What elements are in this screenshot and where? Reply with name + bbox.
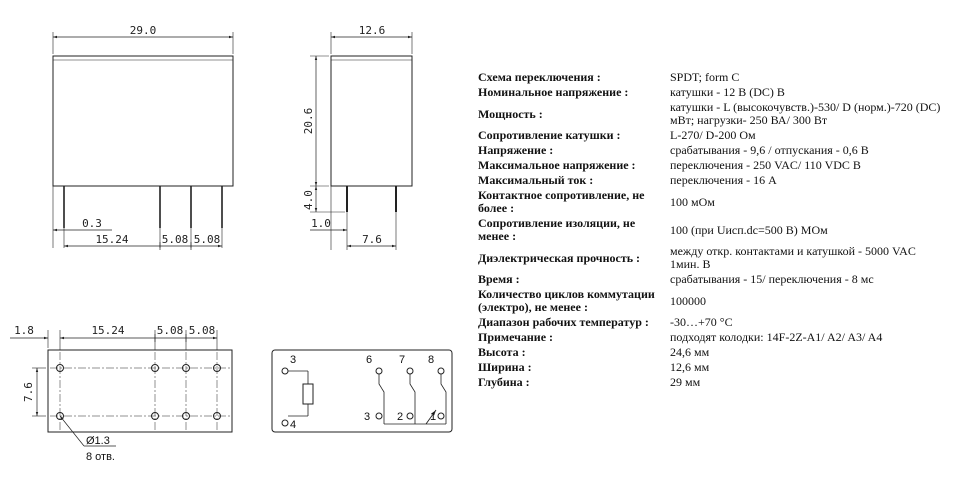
schematic-pin-3-bottom: 3: [364, 411, 370, 423]
spec-key: Диапазон рабочих температур :: [478, 315, 649, 329]
spec-row: Примечание : подходят колодки: 14F-2Z-A1/…: [478, 330, 948, 345]
spec-value: L-270/ D-200 Ом: [670, 128, 756, 142]
spec-value: переключения - 250 VAC/ 110 VDC В: [670, 158, 861, 172]
footprint-view: [10, 330, 233, 447]
spec-row: Глубина : 29 мм: [478, 375, 948, 390]
spec-value: 100 мОм: [670, 194, 715, 209]
spec-value: 29 мм: [670, 375, 701, 389]
footprint-hole: [213, 412, 221, 420]
hole-count-label: 8 отв.: [86, 451, 115, 463]
schematic-pin-1: 1: [430, 411, 436, 423]
footprint-outline: [47, 349, 233, 433]
spec-value: катушки - 12 В (DC) В: [670, 85, 785, 99]
schematic-pin-2: 2: [397, 411, 403, 423]
spec-value: срабатывания - 15/ переключения - 8 мс: [670, 272, 874, 286]
spec-row: Контактное сопротивление, не более : 100 …: [478, 188, 948, 216]
side-body: [330, 55, 413, 187]
schematic-pin-6: 6: [366, 354, 372, 366]
side-height-label: 20.6: [302, 108, 315, 135]
spec-key: Схема переключения :: [478, 70, 601, 84]
schematic-pin-7: 7: [399, 354, 405, 366]
footprint-hole: [182, 364, 190, 372]
switch-arm: [425, 409, 437, 425]
spec-key: Сопротивление катушки :: [478, 128, 621, 142]
spec-key: Сопротивление изоляции, не менее :: [478, 216, 636, 243]
footprint-edge-offset-label: 1.8: [14, 324, 34, 337]
spec-row: Напряжение : срабатывания - 9,6 / отпуска…: [478, 143, 948, 158]
spec-key: Время :: [478, 272, 520, 286]
spec-row: Диапазон рабочих температур : -30…+70 °С: [478, 315, 948, 330]
spec-key: Напряжение :: [478, 143, 554, 157]
spec-row: Время : срабатывания - 15/ переключения -…: [478, 272, 948, 287]
front-view: [52, 32, 234, 250]
footprint-hole: [213, 364, 221, 372]
spec-key: Максимальное напряжение :: [478, 158, 636, 172]
footprint-hole: [182, 412, 190, 420]
spec-row: Максимальный ток : переключения - 16 А: [478, 173, 948, 188]
spec-key: Контактное сопротивление, не более :: [478, 188, 645, 215]
spec-key: Диэлектрическая прочность :: [478, 250, 641, 265]
spec-row: Сопротивление изоляции, не менее : 100 (п…: [478, 216, 948, 244]
hole-diameter-label: Ø1.3: [86, 435, 110, 447]
spec-value: 24,6 мм: [670, 345, 710, 359]
spec-row: Схема переключения : SPDT; form C: [478, 70, 948, 85]
footprint-pitch-a-label: 15.24: [91, 324, 124, 337]
footprint-row-spacing-label: 7.6: [22, 382, 35, 402]
schematic-pin-8: 8: [428, 354, 434, 366]
footprint-hole: [151, 364, 159, 372]
coil-symbol: [302, 383, 314, 405]
spec-row: Диэлектрическая прочность : между откр. к…: [478, 244, 948, 272]
spec-value: SPDT; form C: [670, 70, 740, 84]
spec-row: Максимальное напряжение : переключения - …: [478, 158, 948, 173]
hole-leader: [59, 415, 85, 447]
spec-value: 12,6 мм: [670, 360, 710, 374]
spec-value: срабатывания - 9,6 / отпускания - 0,6 В: [670, 143, 869, 157]
spec-row: Мощность : катушки - L (высокочувств.)-53…: [478, 100, 948, 128]
front-pitch-b-label: 5.08: [162, 233, 189, 246]
side-pin-spacing-label: 7.6: [362, 233, 382, 246]
front-width-label: 29.0: [130, 24, 157, 37]
spec-key: Количество циклов коммутации (электро), …: [478, 287, 655, 314]
footprint-hole: [151, 412, 159, 420]
schematic-pin-3-top: 3: [290, 354, 296, 366]
spec-key: Мощность :: [478, 106, 543, 121]
relay-drawing: 29.0 0.3 15.24 5.08 5.08 12.6 20.6 4.0 1…: [10, 24, 453, 463]
front-pin-offset-label: 0.3: [82, 217, 102, 230]
spec-key: Глубина :: [478, 375, 530, 389]
front-body: [52, 55, 234, 187]
schematic-outline: [271, 349, 453, 433]
spec-key: Максимальный ток :: [478, 173, 594, 187]
spec-row: Высота : 24,6 мм: [478, 345, 948, 360]
spec-row: Сопротивление катушки : L-270/ D-200 Ом: [478, 128, 948, 143]
schematic-pin-4: 4: [290, 419, 296, 431]
spec-key: Примечание :: [478, 330, 554, 344]
footprint-pitch-c-label: 5.08: [189, 324, 216, 337]
spec-row: Ширина : 12,6 мм: [478, 360, 948, 375]
spec-value: подходят колодки: 14F-2Z-A1/ A2/ A3/ A4: [670, 330, 883, 344]
side-view: [310, 32, 413, 250]
spec-value: переключения - 16 А: [670, 173, 777, 187]
spec-value: 100 (при Uисп.dc=500 В) МОм: [670, 222, 828, 237]
spec-key: Ширина :: [478, 360, 532, 374]
spec-key: Номинальное напряжение :: [478, 85, 629, 99]
front-pitch-c-label: 5.08: [194, 233, 221, 246]
schematic-view: [271, 349, 453, 433]
spec-row: Количество циклов коммутации (электро), …: [478, 287, 948, 315]
spec-row: Номинальное напряжение : катушки - 12 В (…: [478, 85, 948, 100]
spec-value: катушки - L (высокочувств.)-530/ D (норм…: [670, 100, 941, 127]
side-edge-offset-label: 1.0: [311, 217, 331, 230]
spec-value: 100000: [670, 293, 706, 308]
front-pitch-a-label: 15.24: [95, 233, 128, 246]
spec-key: Высота :: [478, 345, 526, 359]
footprint-pitch-b-label: 5.08: [157, 324, 184, 337]
side-pin-length-label: 4.0: [302, 190, 315, 210]
spec-value: между откр. контактами и катушкой - 5000…: [670, 244, 916, 271]
spec-value: -30…+70 °С: [670, 315, 733, 329]
side-depth-label: 12.6: [359, 24, 386, 37]
footprint-hole: [56, 364, 64, 372]
